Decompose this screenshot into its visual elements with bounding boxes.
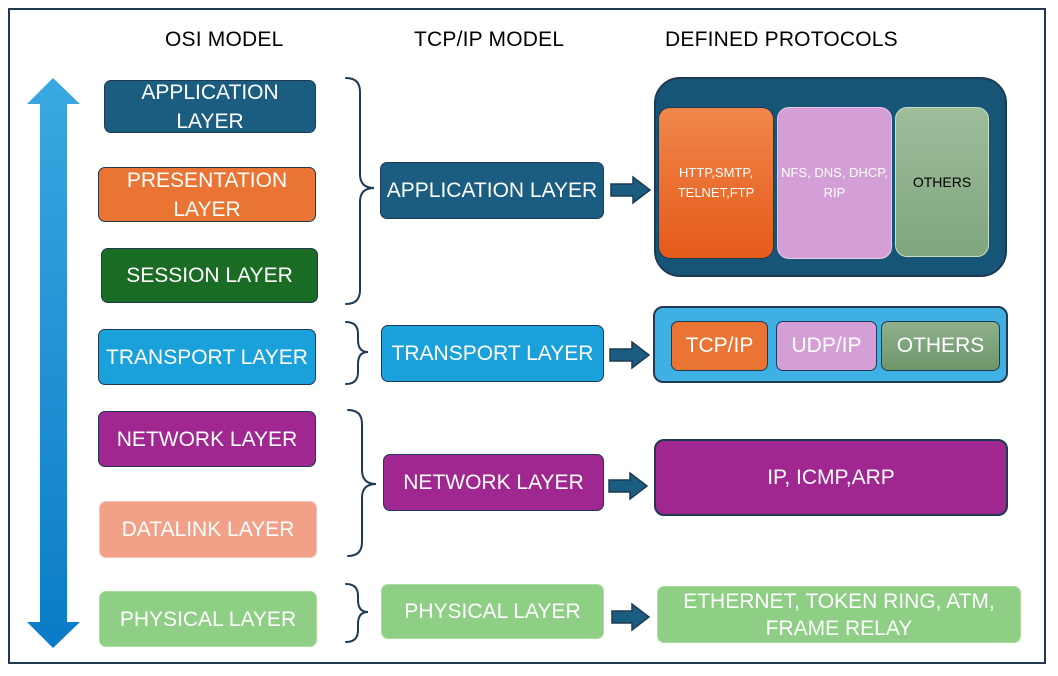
right-arrow-physical-icon [611,602,651,632]
physical-protocols-box: ETHERNET, TOKEN RING, ATM, FRAME RELAY [657,586,1021,643]
protocol-app-others: OTHERS [895,107,989,257]
protocol-transport-others: OTHERS [881,321,1000,371]
brace-application-icon [345,77,375,305]
tcpip-network-layer: NETWORK LAYER [383,454,604,511]
osi-session-layer: SESSION LAYER [101,248,318,303]
protocol-nfs-dns-dhcp-rip: NFS, DNS, DHCP, RIP [777,107,892,259]
osi-model-header: OSI MODEL [165,28,284,51]
osi-transport-layer: TRANSPORT LAYER [98,329,316,385]
osi-datalink-layer: DATALINK LAYER [99,501,317,558]
network-protocols-box: IP, ICMP,ARP [654,439,1008,516]
application-protocols-container: HTTP,SMTP, TELNET,FTP NFS, DNS, DHCP, RI… [654,77,1007,277]
protocol-http-smtp-telnet-ftp: HTTP,SMTP, TELNET,FTP [658,107,774,259]
osi-network-layer: NETWORK LAYER [98,411,316,467]
osi-physical-layer: PHYSICAL LAYER [99,591,317,647]
defined-protocols-header: DEFINED PROTOCOLS [665,28,898,51]
double-vertical-arrow-icon [27,78,80,648]
osi-application-layer: APPLICATION LAYER [104,80,316,133]
tcpip-application-layer: APPLICATION LAYER [380,162,604,219]
right-arrow-transport-icon [609,340,651,370]
protocol-tcp-ip: TCP/IP [671,321,768,371]
tcpip-transport-layer: TRANSPORT LAYER [381,325,604,382]
transport-protocols-container: TCP/IP UDP/IP OTHERS [653,306,1008,383]
protocol-udp-ip: UDP/IP [776,321,877,371]
right-arrow-application-icon [610,175,652,205]
tcpip-model-header: TCP/IP MODEL [414,28,565,51]
tcpip-physical-layer: PHYSICAL LAYER [381,584,604,639]
brace-transport-icon [345,321,369,385]
brace-physical-icon [345,583,369,643]
diagram-frame [8,8,1046,664]
osi-presentation-layer: PRESENTATION LAYER [98,167,316,222]
right-arrow-network-icon [608,471,649,501]
brace-network-icon [347,409,377,557]
